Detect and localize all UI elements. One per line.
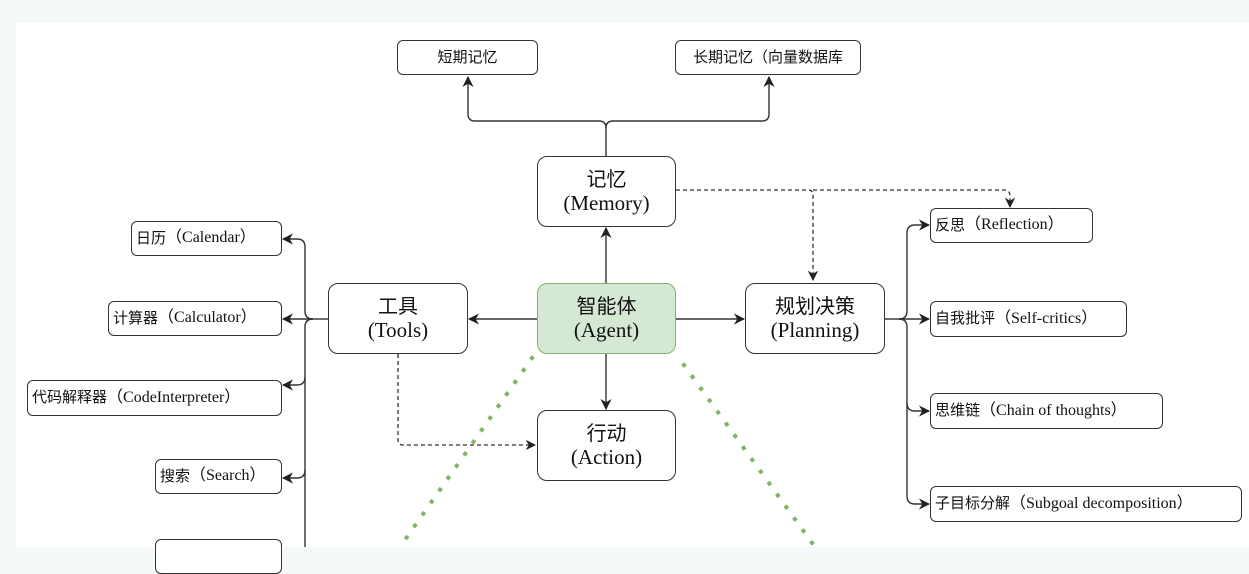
node-plan-chain-en: （Chain of thoughts） <box>980 401 1127 419</box>
node-tool-search-zh: 搜索 <box>160 466 191 485</box>
node-tool-calculator[interactable]: 计算器（Calculator） <box>108 301 282 336</box>
node-tool-calculator-zh: 计算器 <box>113 308 159 327</box>
edge-tools-to-calendar <box>281 233 314 320</box>
edge-tools-to-search <box>281 377 306 484</box>
node-tool-calculator-en: （Calculator） <box>158 309 257 327</box>
edge-tools-to-action-dashed <box>397 354 537 451</box>
node-tool-search[interactable]: 搜索（Search） <box>155 459 282 494</box>
node-long-term-memory[interactable]: 长期记忆（向量数据库 <box>675 40 861 75</box>
node-planning[interactable]: 规划决策 (Planning) <box>745 283 885 354</box>
node-action[interactable]: 行动 (Action) <box>537 410 676 481</box>
node-action-en: (Action) <box>570 444 643 469</box>
node-tools[interactable]: 工具 (Tools) <box>328 283 468 354</box>
node-tool-calendar-en: （Calendar） <box>166 229 256 247</box>
node-memory-en: (Memory) <box>563 190 650 215</box>
edge-planning-to-reflection <box>898 219 931 320</box>
node-plan-chain-zh: 思维链 <box>935 401 981 420</box>
node-plan-subgoal-en: （Subgoal decomposition） <box>1010 494 1193 512</box>
diagram-edges <box>281 75 1016 547</box>
node-long-term-memory-label: 长期记忆（向量数据库 <box>692 47 843 66</box>
node-planning-zh: 规划决策 <box>775 293 855 318</box>
green-dotted-line-left <box>397 355 535 547</box>
node-memory[interactable]: 记忆 (Memory) <box>537 156 676 227</box>
green-dotted-line-right <box>681 362 818 547</box>
node-tool-calendar-zh: 日历 <box>136 228 167 247</box>
node-short-term-memory[interactable]: 短期记忆 <box>397 40 538 75</box>
node-plan-selfcritics[interactable]: 自我批评（Self-critics） <box>930 301 1127 337</box>
node-plan-selfcritics-zh: 自我批评 <box>935 309 996 328</box>
node-short-term-memory-label: 短期记忆 <box>437 47 498 66</box>
edge-planning-to-chain <box>898 318 931 417</box>
edge-memory-to-short-term <box>462 75 607 156</box>
node-plan-selfcritics-en: （Self-critics） <box>995 309 1098 327</box>
node-plan-reflection-en: （Reflection） <box>965 216 1064 234</box>
node-tools-en: (Tools) <box>367 317 429 342</box>
edge-tools-to-codeinterpreter <box>281 318 314 391</box>
node-tool-codeinterpreter-en: （CodeInterpreter） <box>107 388 241 406</box>
node-plan-subgoal-zh: 子目标分解 <box>935 494 1011 513</box>
node-plan-reflection-zh: 反思 <box>935 215 966 234</box>
edge-memory-to-long-term <box>605 75 775 129</box>
node-tool-search-en: （Search） <box>190 467 266 485</box>
edge-memory-to-reflection-dashed <box>813 189 1016 209</box>
edge-memory-to-planning-dashed <box>676 189 819 282</box>
node-plan-chain[interactable]: 思维链（Chain of thoughts） <box>930 393 1163 429</box>
node-agent-zh: 智能体 <box>576 293 637 318</box>
node-agent-en: (Agent) <box>573 317 640 342</box>
node-memory-zh: 记忆 <box>586 166 627 191</box>
node-agent[interactable]: 智能体 (Agent) <box>537 283 676 354</box>
node-plan-reflection[interactable]: 反思（Reflection） <box>930 208 1093 243</box>
node-tool-partial[interactable] <box>155 539 282 574</box>
node-action-zh: 行动 <box>586 420 627 445</box>
node-tool-codeinterpreter[interactable]: 代码解释器（CodeInterpreter） <box>27 380 282 416</box>
node-tool-calendar[interactable]: 日历（Calendar） <box>131 221 282 256</box>
node-plan-subgoal[interactable]: 子目标分解（Subgoal decomposition） <box>930 486 1242 522</box>
node-planning-en: (Planning) <box>770 317 860 342</box>
node-tools-zh: 工具 <box>378 293 418 318</box>
edge-planning-to-subgoal <box>906 403 931 510</box>
node-tool-codeinterpreter-zh: 代码解释器 <box>32 388 108 407</box>
